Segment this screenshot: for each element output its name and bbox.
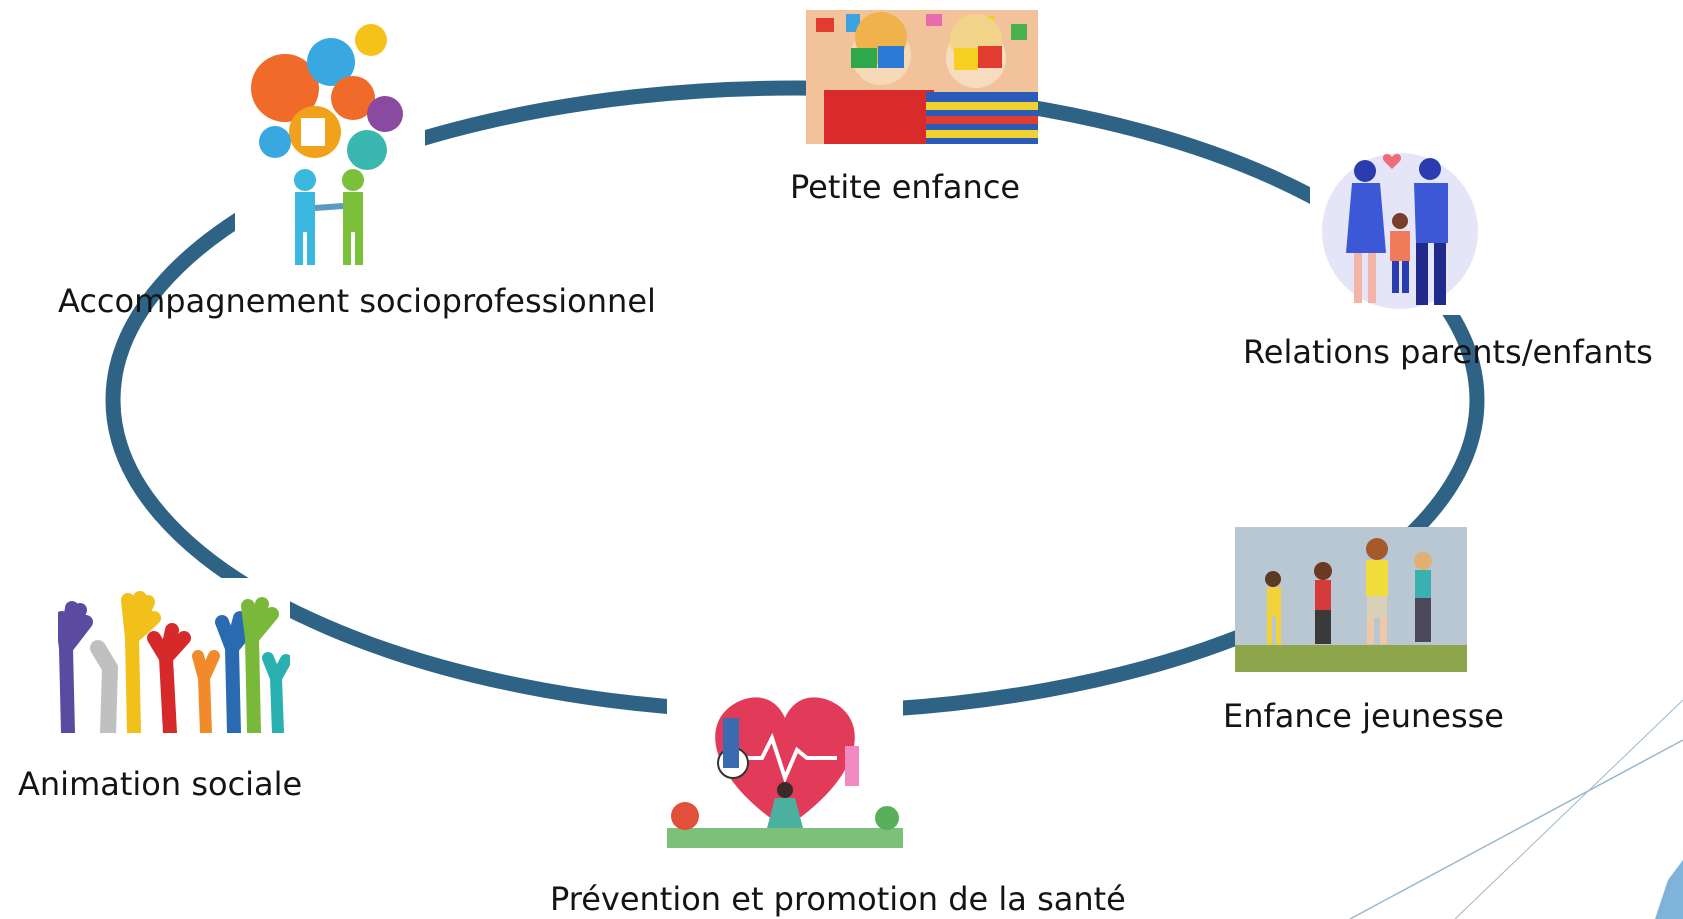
node-label: Enfance jeunesse xyxy=(1223,697,1504,735)
heart-health-illustration-icon xyxy=(667,678,903,848)
node-label: Accompagnement socioprofessionnel xyxy=(58,282,656,320)
family-illustration-icon xyxy=(1310,143,1486,315)
node-label: Prévention et promotion de la santé xyxy=(550,880,1126,918)
node-label: Animation sociale xyxy=(18,765,303,803)
kids-running-photo-icon xyxy=(1235,527,1467,672)
career-support-illustration-icon xyxy=(235,18,425,265)
node-label: Petite enfance xyxy=(790,168,1021,206)
node-label: Relations parents/enfants xyxy=(1243,333,1653,371)
raised-hands-illustration-icon xyxy=(58,578,290,733)
children-toys-photo-icon xyxy=(806,10,1038,144)
